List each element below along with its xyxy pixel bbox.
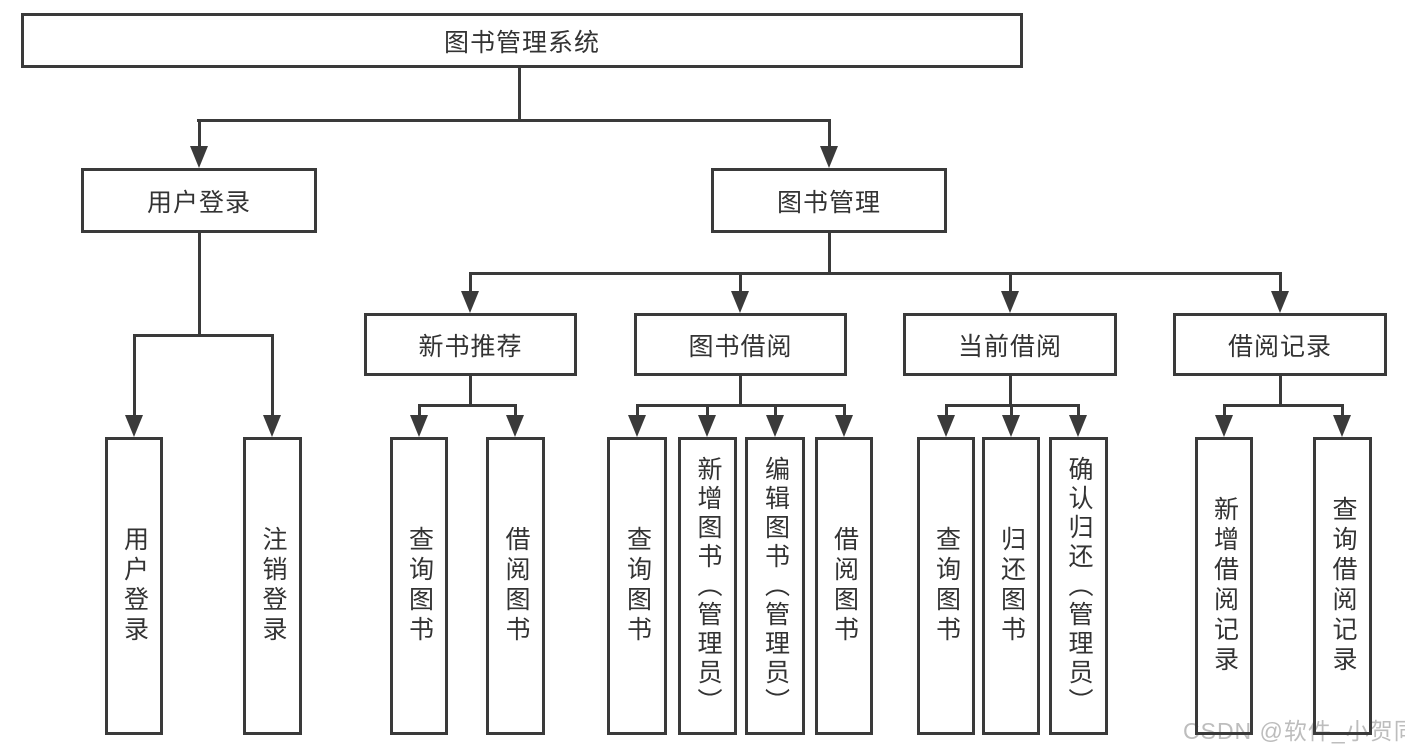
arrow-down-icon (506, 415, 524, 437)
connector-group-rail (636, 404, 846, 407)
connector-stem (828, 120, 831, 148)
node-current-borrow: 当前借阅 (903, 313, 1117, 376)
connector-login-rail (133, 334, 274, 337)
leaf-recommend-query-books-label: 查询图书 (405, 526, 434, 646)
leaf-user-login-label: 用户登录 (120, 526, 149, 646)
node-borrow-records-label: 借阅记录 (1227, 332, 1332, 361)
connector-level2-rail (469, 272, 1282, 275)
csdn-watermark: CSDN @软件_小贺同学 (1183, 718, 1405, 744)
leaf-return-books: 归还图书 (982, 437, 1040, 735)
leaf-recommend-borrow-books: 借阅图书 (486, 437, 545, 735)
node-borrow-records: 借阅记录 (1173, 313, 1387, 376)
connector-group-trunk (1009, 376, 1012, 407)
arrow-down-icon (410, 415, 428, 437)
arrow-down-icon (190, 146, 208, 168)
connector-stem (271, 336, 274, 416)
arrow-down-icon (1001, 291, 1019, 313)
connector-stem (133, 336, 136, 416)
connector-stem (418, 406, 421, 418)
connector-root-trunk (518, 66, 521, 122)
leaf-add-book-admin: 新增图书（管理员） (678, 437, 737, 735)
arrow-down-icon (1333, 415, 1351, 437)
connector-group-trunk (739, 376, 742, 407)
leaf-query-borrow-record: 查询借阅记录 (1313, 437, 1372, 735)
leaf-recommend-query-books: 查询图书 (390, 437, 448, 735)
arrow-down-icon (937, 415, 955, 437)
connector-level1-rail (197, 119, 831, 122)
leaf-logout-label: 注销登录 (259, 526, 287, 646)
connector-stem (636, 406, 639, 418)
arrow-down-icon (698, 415, 716, 437)
node-new-book-recommend-label: 新书推荐 (418, 332, 523, 361)
connector-stem (514, 406, 517, 418)
leaf-add-borrow-record-label: 新增借阅记录 (1210, 496, 1239, 676)
connector-manage-trunk (828, 233, 831, 275)
arrow-down-icon (1215, 415, 1233, 437)
arrow-down-icon (835, 415, 853, 437)
node-root-label: 图书管理系统 (443, 28, 600, 57)
connector-stem (198, 120, 201, 148)
connector-stem (1077, 406, 1080, 418)
connector-stem (469, 273, 472, 293)
node-book-management: 图书管理 (711, 168, 947, 233)
connector-group-trunk (1279, 376, 1282, 407)
connector-group-rail (418, 404, 517, 407)
connector-stem (945, 406, 948, 418)
leaf-user-login: 用户登录 (105, 437, 163, 735)
connector-stem (1010, 406, 1013, 418)
arrow-down-icon (125, 415, 143, 437)
arrow-down-icon (1002, 415, 1020, 437)
connector-group-trunk (469, 376, 472, 407)
connector-stem (1279, 273, 1282, 293)
node-new-book-recommend: 新书推荐 (364, 313, 577, 376)
node-current-borrow-label: 当前借阅 (957, 332, 1062, 361)
node-user-login: 用户登录 (81, 168, 317, 233)
leaf-edit-book-admin-label: 编辑图书（管理员） (761, 455, 790, 717)
arrow-down-icon (628, 415, 646, 437)
node-book-borrow-label: 图书借阅 (688, 332, 793, 361)
leaf-confirm-return-admin: 确认归还（管理员） (1049, 437, 1108, 735)
leaf-add-borrow-record: 新增借阅记录 (1195, 437, 1253, 735)
connector-group-rail (945, 404, 1080, 407)
leaf-recommend-borrow-books-label: 借阅图书 (502, 526, 530, 646)
node-root-system: 图书管理系统 (21, 13, 1023, 68)
node-book-management-label: 图书管理 (776, 188, 881, 217)
connector-stem (739, 273, 742, 293)
leaf-return-books-label: 归还图书 (997, 526, 1026, 646)
leaf-confirm-return-admin-label: 确认归还（管理员） (1065, 455, 1093, 717)
leaf-borrow-books: 借阅图书 (815, 437, 873, 735)
arrow-down-icon (263, 415, 281, 437)
arrow-down-icon (1271, 291, 1289, 313)
leaf-query-borrow-record-label: 查询借阅记录 (1329, 496, 1357, 676)
connector-group-rail (1223, 404, 1344, 407)
leaf-borrow-query-books-label: 查询图书 (623, 526, 652, 646)
leaf-current-query-books-label: 查询图书 (932, 526, 961, 646)
connector-login-trunk (198, 233, 201, 337)
arrow-down-icon (731, 291, 749, 313)
connector-stem (774, 406, 777, 418)
leaf-edit-book-admin: 编辑图书（管理员） (745, 437, 805, 735)
leaf-logout: 注销登录 (243, 437, 302, 735)
leaf-add-book-admin-label: 新增图书（管理员） (694, 455, 722, 717)
connector-stem (706, 406, 709, 418)
connector-stem (1341, 406, 1344, 418)
connector-stem (1223, 406, 1226, 418)
leaf-borrow-query-books: 查询图书 (607, 437, 667, 735)
node-book-borrow: 图书借阅 (634, 313, 847, 376)
arrow-down-icon (820, 146, 838, 168)
node-user-login-label: 用户登录 (146, 188, 251, 217)
leaf-current-query-books: 查询图书 (917, 437, 975, 735)
arrow-down-icon (461, 291, 479, 313)
connector-stem (843, 406, 846, 418)
arrow-down-icon (766, 415, 784, 437)
arrow-down-icon (1069, 415, 1087, 437)
leaf-borrow-books-label: 借阅图书 (830, 526, 859, 646)
connector-stem (1009, 273, 1012, 293)
